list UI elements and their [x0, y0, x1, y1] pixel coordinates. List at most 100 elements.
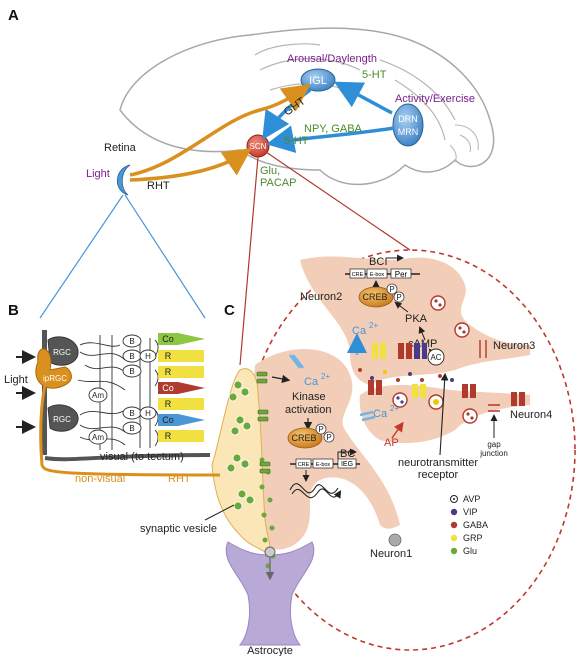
- p-right-1-label: P: [389, 285, 394, 294]
- amacrine-bottom-label: Am: [92, 433, 104, 442]
- legend-avp: AVP: [463, 494, 480, 504]
- retina-crescent: [116, 164, 131, 196]
- ca-n4-sup: 2+: [390, 404, 399, 413]
- p-right-1: [386, 283, 398, 295]
- drn-mrn-nucleus: [392, 103, 424, 147]
- bc-left-label: BC: [340, 448, 355, 460]
- cre-box-right: [349, 268, 366, 279]
- rgc-bottom-label: RGC: [53, 415, 71, 424]
- ap-label: AP: [384, 437, 399, 449]
- synaptic-vesicle-label: synaptic vesicle: [140, 523, 217, 535]
- horizontal-top-label: H: [145, 352, 151, 361]
- cre-left-label: CRE: [298, 462, 310, 468]
- arousal-label: Arousal/Daylength: [287, 53, 377, 65]
- astrocyte-transporter: [264, 546, 276, 558]
- rht-to-igl-arrow: [129, 83, 311, 177]
- ieg-box: [337, 458, 357, 469]
- 5ht-bottom-label: 5-HT: [284, 135, 309, 147]
- photoreceptor-label-2: R: [165, 351, 172, 361]
- panel-b-letter: B: [8, 302, 19, 319]
- photoreceptor-label-1: Co: [162, 334, 174, 344]
- drn-label: DRN: [398, 114, 418, 124]
- light-arrows: [16, 350, 36, 434]
- transcription-arrow-left: [337, 448, 357, 459]
- cre-box-left: [295, 458, 312, 469]
- neuron2-label: Neuron2: [300, 291, 342, 303]
- oscillation-waves: [289, 483, 340, 498]
- bipolar-label-5: B: [129, 424, 134, 433]
- rht-to-scn-arrow: [129, 148, 252, 182]
- per-box: [390, 268, 412, 279]
- rht-label-a: RHT: [147, 180, 170, 192]
- neuron4-label: Neuron4: [510, 409, 552, 421]
- glu-label: Glu,: [260, 165, 280, 177]
- legend-glu: Glu: [463, 546, 477, 556]
- synaptic-vesicles: [226, 380, 255, 511]
- rgc-top-label: RGC: [53, 348, 71, 357]
- neuron1-body: [249, 348, 400, 550]
- pka-to-creb-arrow: [394, 301, 409, 313]
- retina-label: Retina: [104, 142, 137, 154]
- horizontal-bottom-label: H: [145, 409, 151, 418]
- p-left-1-label: P: [318, 425, 323, 434]
- ca-left-sup: 2+: [321, 372, 330, 381]
- ebox-left-label: E-box: [316, 462, 331, 468]
- panel-a-letter: A: [8, 7, 19, 24]
- pka-label: PKA: [405, 313, 428, 325]
- scn-zoom-circle: [244, 249, 576, 651]
- astrocyte-label: Astrocyte: [247, 645, 293, 656]
- photoreceptor-label-3: R: [165, 367, 172, 377]
- neuron4-vesicles: [392, 392, 478, 424]
- p-right-2-label: P: [396, 293, 401, 302]
- photoreceptor-label-4: Co: [162, 383, 174, 393]
- photoreceptor-label-5: R: [165, 399, 172, 409]
- bipolar-label-1: B: [129, 337, 134, 346]
- neuron1-label: Neuron1: [370, 548, 412, 560]
- camp-to-pka-arrow: [418, 326, 426, 341]
- ca-n2-label: Ca: [352, 325, 367, 337]
- brain-outline: [119, 27, 495, 186]
- neuron4-vesicle-contents: [396, 396, 474, 420]
- receptor-to-kinase-arrow: [271, 374, 291, 384]
- p-left-2: [323, 431, 335, 443]
- neuron2-vesicles: [430, 295, 470, 338]
- ebox-right: [366, 268, 388, 279]
- kinase-label-1: Kinase: [292, 391, 326, 403]
- cerebellum-folds: [449, 124, 479, 163]
- neuron2-receptors: [372, 343, 427, 359]
- per-label: Per: [395, 270, 408, 279]
- iprgc-label: ipRGC: [43, 374, 67, 383]
- rht-label-b: RHT: [168, 473, 191, 485]
- legend: [450, 495, 458, 555]
- gap-label-2: junction: [479, 449, 508, 458]
- creb-left: [287, 427, 323, 449]
- 5ht-top-label: 5-HT: [362, 69, 387, 81]
- photoreceptor-label-6: Co: [162, 415, 174, 425]
- visual-label: visual (to tectum): [100, 451, 184, 463]
- scn-zoom-lines: [239, 151, 411, 366]
- scn-label: SCN: [250, 142, 267, 151]
- p-left-1: [315, 423, 327, 435]
- p-left-2-label: P: [326, 433, 331, 442]
- gap-junction-n4: [488, 404, 500, 412]
- ntr-label-1: neurotransmitter: [398, 457, 478, 469]
- cleft-transmitters: [358, 368, 454, 382]
- ca-channel-left: [289, 354, 304, 369]
- bipolar-label-3: B: [129, 367, 134, 376]
- ebox-left: [312, 458, 334, 469]
- neuron3-label: Neuron3: [493, 340, 535, 352]
- ca-left-label: Ca: [304, 376, 319, 388]
- ca-n4-label: Ca: [373, 408, 388, 420]
- light-label-b: Light: [4, 374, 28, 386]
- transcription-arrow-right: [385, 254, 404, 265]
- legend-gaba: GABA: [463, 520, 488, 530]
- photoreceptor-label-7: R: [165, 431, 172, 441]
- iprgc-cell: [35, 348, 72, 389]
- npy-gaba-label: NPY, GABA: [304, 123, 363, 135]
- ntr-label-2: receptor: [418, 469, 459, 481]
- retina-zoom-lines: [39, 194, 206, 319]
- neurotransmitter-receptor-pointer: [439, 372, 449, 456]
- igl-label: IGL: [309, 75, 327, 87]
- kinase-label-2: activation: [285, 404, 331, 416]
